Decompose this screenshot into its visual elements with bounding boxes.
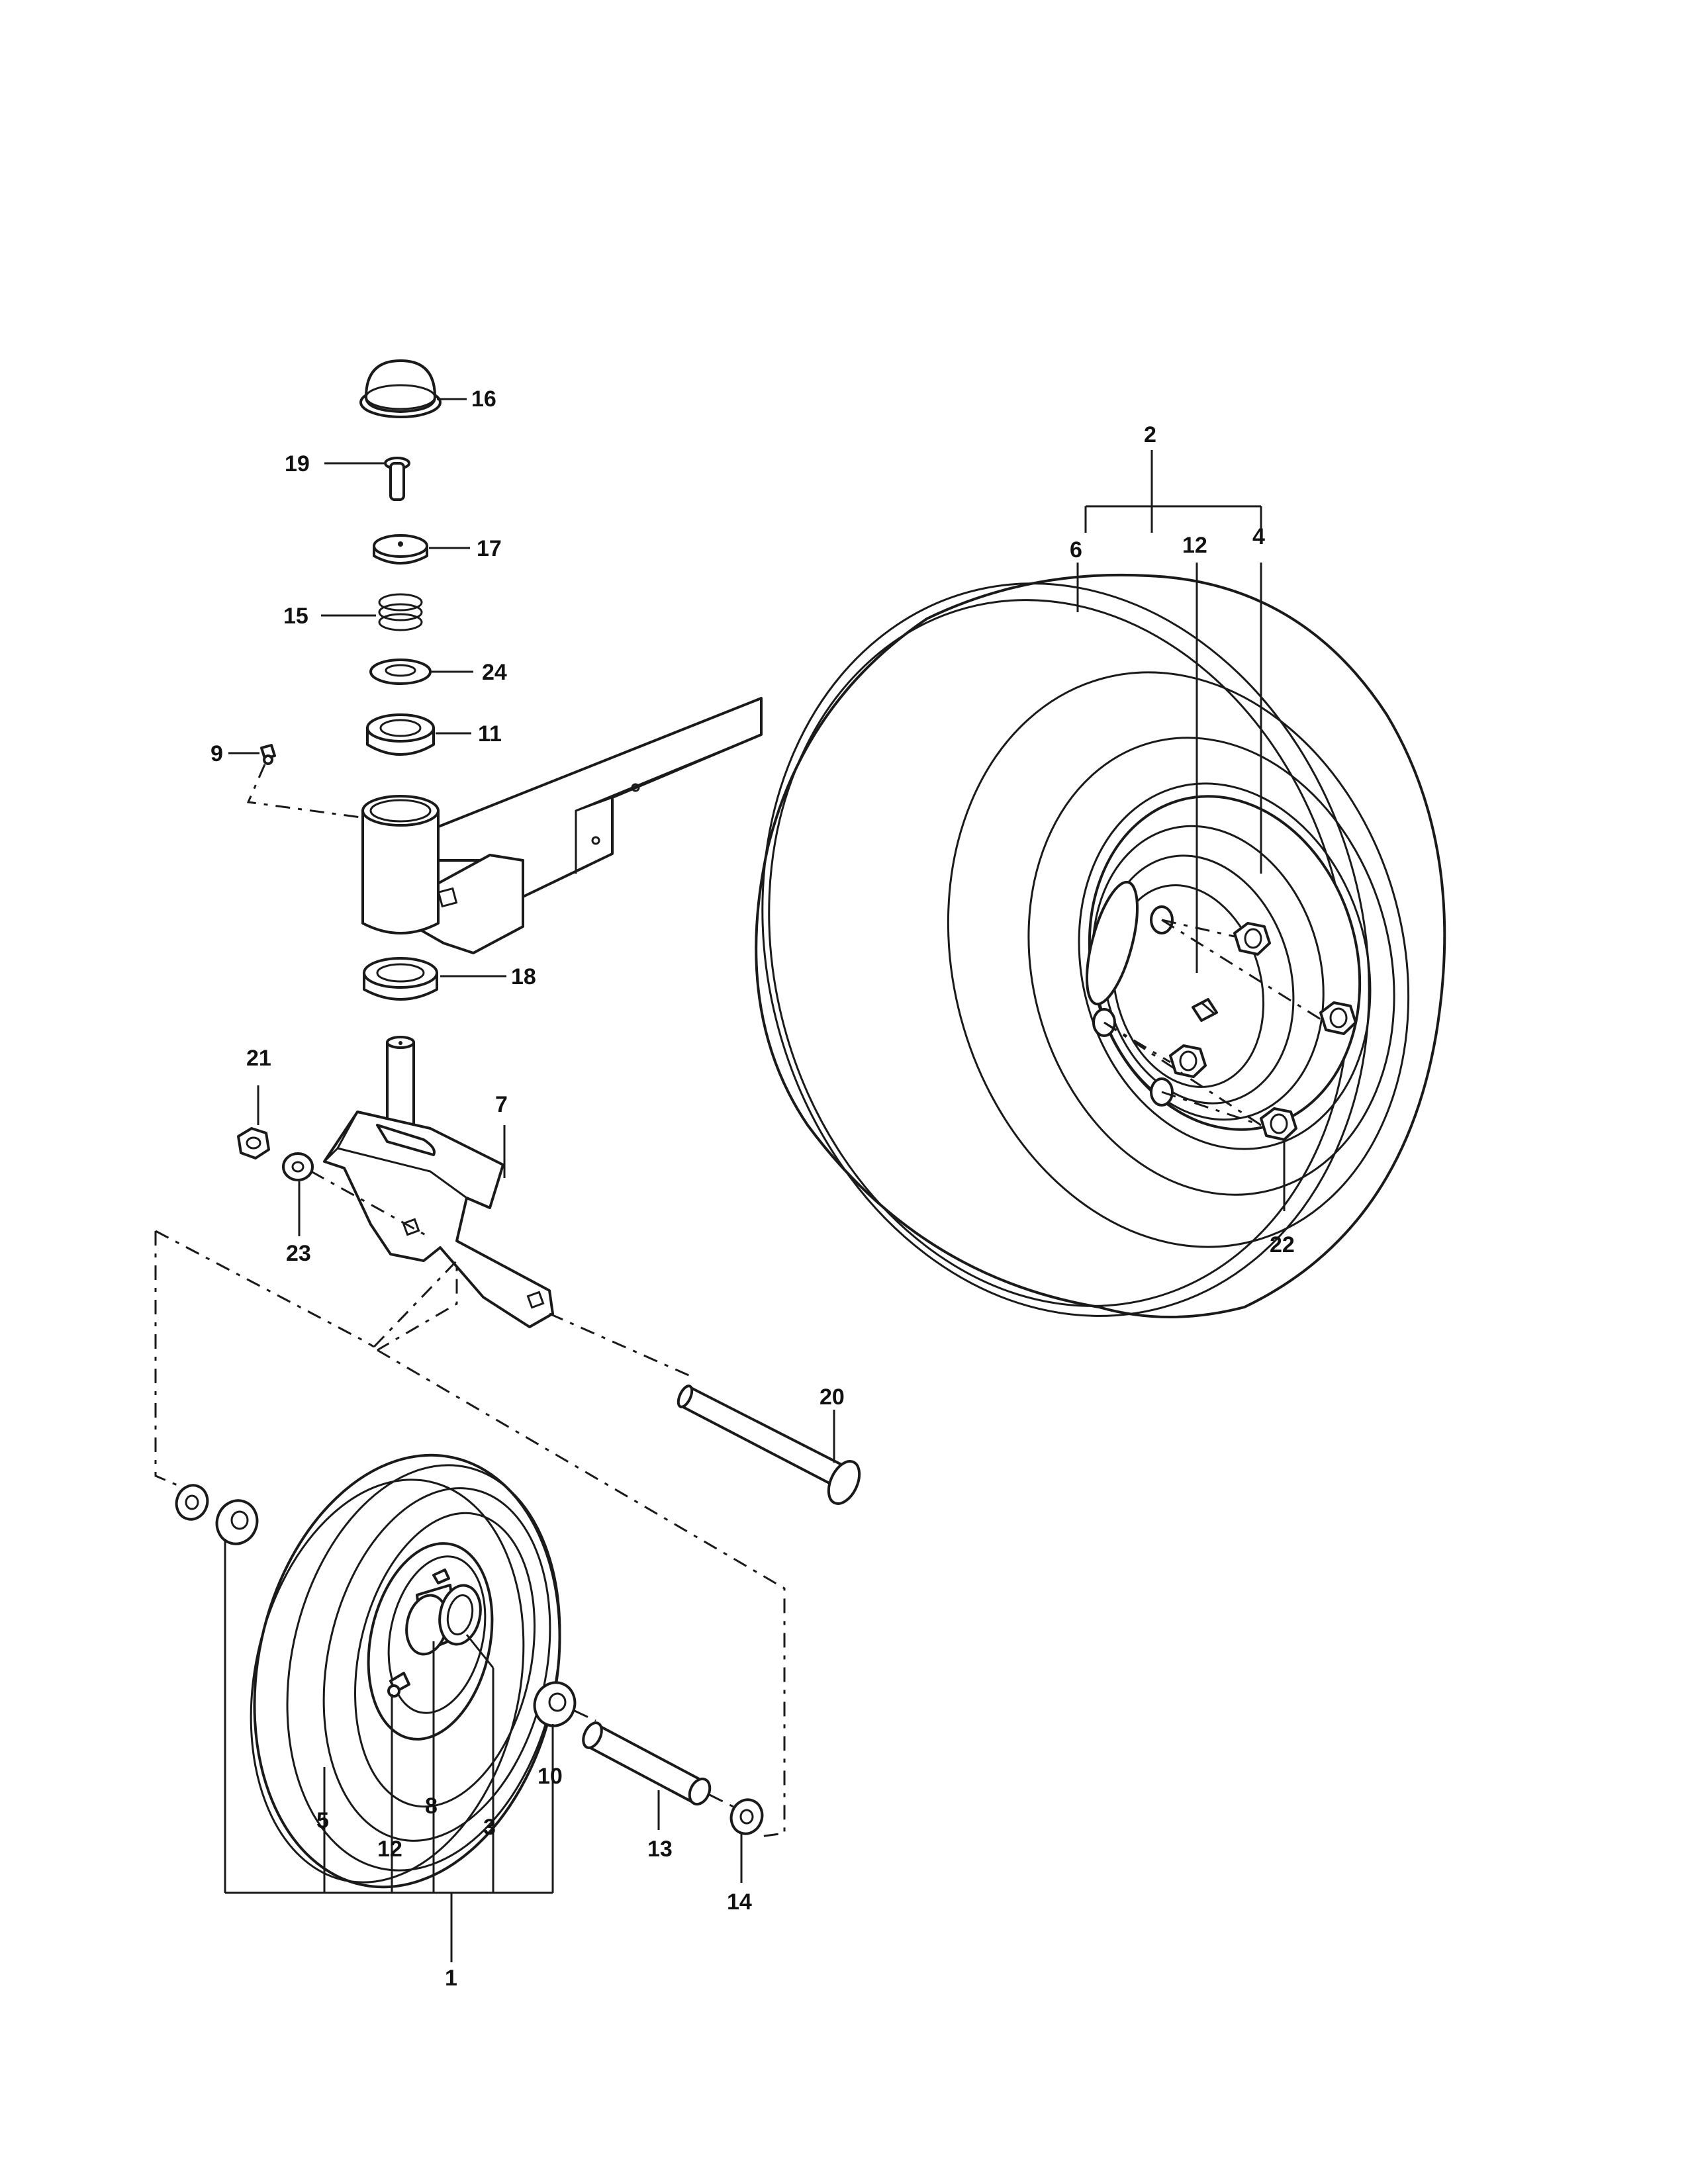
grease-fitting-part-9 [260, 744, 276, 765]
caster-pivot-tube [361, 795, 440, 934]
callout-20: 20 [820, 1385, 845, 1410]
callout-5: 5 [316, 1808, 329, 1833]
sleeve-part-13 [582, 1721, 712, 1806]
callout-2: 2 [1144, 422, 1156, 447]
callout-4: 4 [1252, 524, 1265, 549]
lug-nut-part-22-a [1233, 922, 1271, 956]
nut-part-21 [237, 1127, 270, 1160]
callout-6: 6 [1070, 537, 1082, 563]
callout-21: 21 [246, 1046, 271, 1071]
lug-nut-part-22-c [1169, 1044, 1207, 1078]
grease-fitting-part-12-drive [1192, 998, 1218, 1022]
callout-16: 16 [471, 387, 496, 412]
callout-9: 9 [211, 741, 223, 766]
callout-10: 10 [538, 1764, 563, 1789]
spacer-part-10-left-outer [175, 1484, 209, 1521]
lower-bearing-part-18 [363, 957, 438, 1001]
callout-22: 22 [1270, 1232, 1295, 1257]
upper-bearing-part-11 [366, 713, 435, 756]
drive-wheel-assembly-part-2 [755, 573, 1446, 1318]
caster-fork-part-7 [323, 1036, 554, 1328]
callout-7: 7 [495, 1092, 508, 1117]
callout-18: 18 [511, 964, 536, 989]
callout-12-caster: 12 [377, 1837, 402, 1862]
callout-12-drive: 12 [1182, 533, 1207, 558]
callout-24: 24 [482, 660, 507, 685]
callout-13: 13 [647, 1837, 673, 1862]
callout-1: 1 [445, 1966, 457, 1991]
front-axle-frame [396, 697, 763, 954]
lug-nut-part-22-d [1260, 1107, 1297, 1141]
spacer-part-14 [729, 1798, 764, 1835]
callout-8: 8 [425, 1794, 438, 1819]
callout-15: 15 [283, 604, 308, 629]
callout-3: 3 [483, 1815, 496, 1840]
spacer-part-10 [533, 1681, 577, 1727]
spacer-part-10-left-inner [215, 1499, 259, 1545]
bolt-part-19 [384, 457, 410, 501]
callout-19: 19 [285, 451, 310, 477]
flat-washer-part-24 [369, 659, 432, 685]
washer-part-23 [282, 1152, 314, 1181]
callout-11: 11 [478, 721, 502, 747]
callout-23: 23 [286, 1241, 311, 1266]
callout-17: 17 [477, 536, 502, 561]
caster-wheel-assembly-part-1 [250, 1453, 561, 1889]
lug-nut-part-22-b [1319, 1001, 1357, 1035]
cap-washer-part-17 [373, 534, 428, 565]
axle-bolt-part-20 [677, 1385, 861, 1505]
callout-14: 14 [727, 1889, 752, 1915]
dust-cap-part-16 [359, 359, 442, 418]
spring-part-15 [378, 593, 423, 631]
